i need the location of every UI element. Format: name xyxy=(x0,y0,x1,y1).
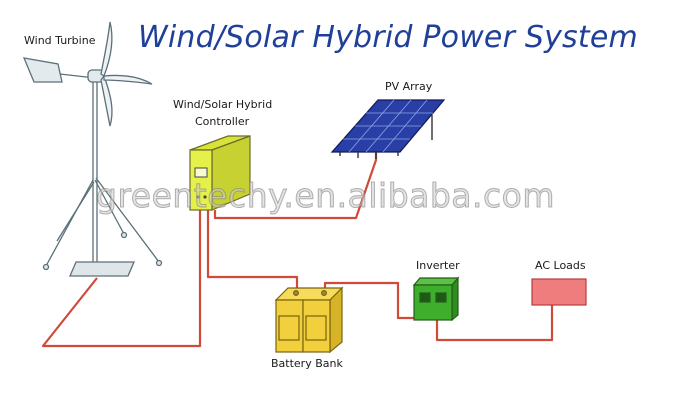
battery-bank-label: Battery Bank xyxy=(271,357,343,370)
pv-array-label: PV Array xyxy=(385,80,433,93)
wire-controller-battery xyxy=(206,210,299,292)
ac-loads-box xyxy=(531,278,587,306)
watermark-text: greentechy.en.alibaba.com xyxy=(96,176,556,216)
battery-bank-illustration xyxy=(274,286,344,354)
diagram-title: Wind/Solar Hybrid Power System xyxy=(138,20,638,55)
inverter-label: Inverter xyxy=(416,259,460,272)
wire-battery-inverter xyxy=(323,281,414,320)
controller-label-line2: Controller xyxy=(195,115,250,128)
inverter-illustration xyxy=(412,276,460,322)
wind-turbine-label: Wind Turbine xyxy=(24,34,96,47)
wind-turbine-illustration xyxy=(22,21,163,277)
controller-label-line1: Wind/Solar Hybrid xyxy=(173,98,273,111)
wire-inverter-acloads xyxy=(435,305,554,342)
pv-array-illustration xyxy=(330,99,446,159)
wire-turbine-controller xyxy=(41,210,202,348)
ac-loads-label: AC Loads xyxy=(535,259,586,272)
controller-box xyxy=(189,135,251,211)
